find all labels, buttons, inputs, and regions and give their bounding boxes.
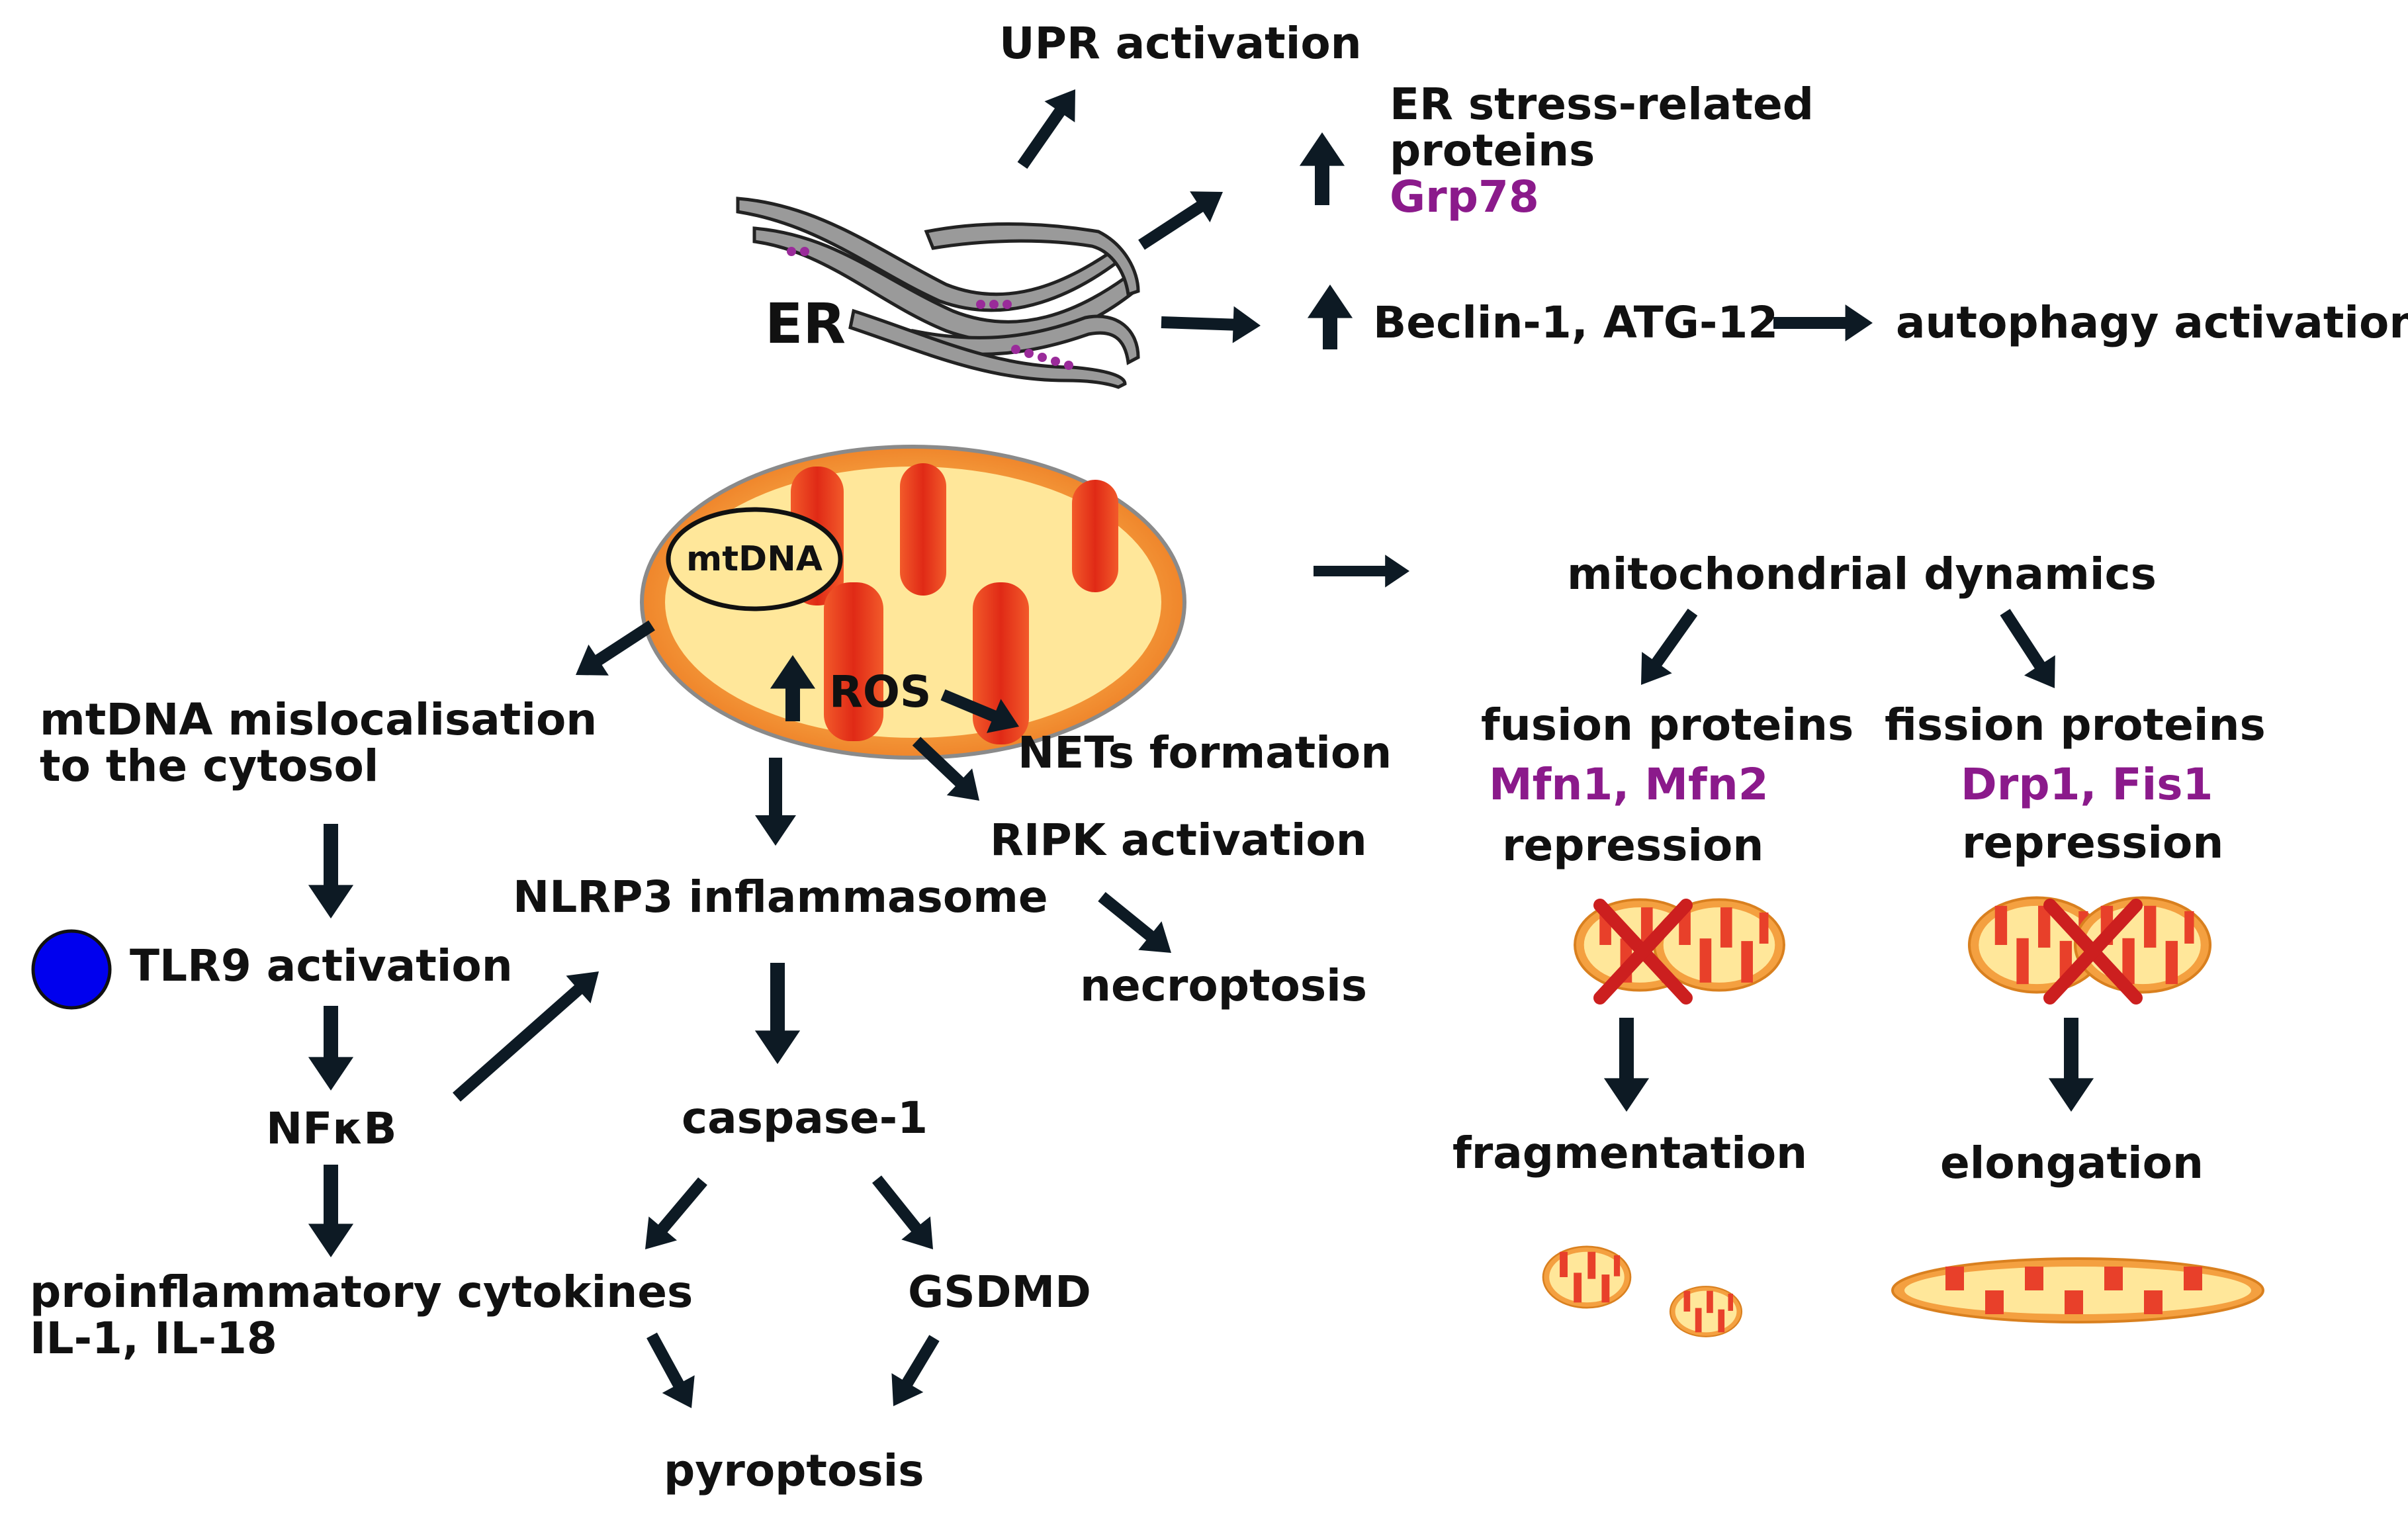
label-fusion-repression: repression	[1502, 820, 1763, 871]
label-caspase1: caspase-1	[682, 1093, 928, 1143]
label-beclin-atg12: Beclin-1, ATG-12	[1373, 297, 1778, 348]
label-er: ER	[765, 291, 846, 356]
arrow-nfkb-to-cytokines	[308, 1165, 354, 1257]
label-autophagy-activation: autophagy activation	[1896, 297, 2408, 348]
mito-crista	[824, 582, 883, 741]
arrow-mtdna-to-mislocalisation	[576, 620, 655, 676]
arrow-ros-to-nets	[940, 689, 1019, 733]
label-mtdna-mislocalisation-line1: mtDNA mislocalisation	[40, 694, 597, 745]
arrow-up-beclin	[1307, 285, 1353, 349]
label-nfkb: NFκB	[266, 1103, 397, 1154]
arrow-nlrp3-to-caspase1	[754, 963, 801, 1064]
label-proinflammatory-line1: proinflammatory cytokines	[30, 1267, 693, 1318]
label-ripk-activation: RIPK activation	[990, 815, 1367, 866]
label-er-stress-line1: ER stress-related	[1390, 79, 1814, 130]
label-ros: ROS	[829, 666, 931, 717]
label-tlr9-activation: TLR9 activation	[130, 940, 513, 991]
er-ribosome	[1051, 357, 1060, 366]
er-cisterna	[924, 222, 1140, 297]
arrow-caspase1-to-gsdmd	[872, 1175, 933, 1249]
label-gsdmd: GSDMD	[908, 1267, 1091, 1318]
label-mtdna-mislocalisation-line2: to the cytosol	[40, 740, 379, 791]
label-upr-activation: UPR activation	[999, 18, 1362, 69]
label-drp-fis: Drp1, Fis1	[1961, 759, 2213, 810]
label-pyroptosis: pyroptosis	[664, 1445, 924, 1496]
er-ribosome	[989, 300, 999, 309]
label-mtdna: mtDNA	[686, 539, 823, 579]
er-ribosome	[1011, 345, 1020, 354]
arrow-nfkb-to-nlrp3	[453, 971, 599, 1102]
er-ribosome	[787, 247, 796, 256]
arrow-mito-to-ripk	[912, 737, 979, 801]
fragmented-mito	[1542, 1245, 1743, 1337]
arrow-er-to-er-stress	[1138, 191, 1223, 250]
arrow-up-er-stress	[1299, 132, 1345, 205]
label-proinflammatory-line2: IL-1, IL-18	[30, 1313, 277, 1364]
er-ribosome	[800, 247, 809, 256]
label-elongation: elongation	[1940, 1138, 2204, 1188]
mito-crista	[900, 463, 946, 596]
fusion-cross-icon	[1593, 899, 1693, 1005]
label-fusion-proteins: fusion proteins	[1481, 699, 1853, 750]
arrow-cytokines-to-pyroptosis	[647, 1332, 695, 1408]
tlr9-circle-icon	[31, 929, 112, 1010]
label-necroptosis: necroptosis	[1080, 960, 1367, 1011]
label-er-stress-line2: proteins	[1390, 125, 1595, 176]
arrows	[308, 89, 2094, 1408]
er-cisterna	[848, 308, 1127, 389]
arrow-er-to-upr	[1017, 89, 1075, 169]
arrow-beclin-to-autophagy	[1773, 304, 1873, 341]
er-structure	[736, 197, 1140, 389]
arrow-ripk-to-necroptosis	[1098, 892, 1171, 953]
arrow-mito-to-nlrp3	[755, 758, 796, 846]
label-fragmentation: fragmentation	[1452, 1128, 1807, 1179]
label-nets-formation: NETs formation	[1018, 727, 1392, 778]
mito-crista	[1072, 480, 1118, 592]
er-ribosome	[1003, 300, 1012, 309]
arrow-dynamics-to-fusion	[1641, 608, 1698, 685]
label-mfn: Mfn1, Mfn2	[1489, 759, 1769, 810]
mito-crista	[973, 582, 1029, 744]
er-ribosome	[1024, 349, 1034, 358]
arrow-dynamics-to-fission	[2000, 609, 2055, 688]
arrow-caspase1-to-cytokines	[645, 1177, 707, 1249]
label-fission-repression: repression	[1962, 817, 2223, 868]
label-grp78: Grp78	[1390, 171, 1539, 222]
er-ribosome	[1038, 353, 1047, 362]
arrow-mito-to-dynamics	[1314, 555, 1409, 588]
arrow-tlr9-to-nfkb	[308, 1006, 354, 1091]
arrow-fission-to-elongation	[2048, 1018, 2094, 1112]
arrow-gsdmd-to-pyroptosis	[891, 1335, 940, 1406]
fission-cross-icon	[2043, 899, 2143, 1005]
arrow-fusion-to-fragmentation	[1603, 1018, 1650, 1112]
mtdna-ring	[666, 507, 843, 611]
arrow-up-ros	[770, 655, 816, 721]
er-ribosome	[976, 300, 985, 309]
arrow-mislocalisation-to-tlr9	[308, 824, 354, 918]
er-ribosome	[1064, 361, 1073, 370]
label-nlrp3-inflammasome: NLRP3 inflammasome	[513, 872, 1048, 922]
arrow-er-to-beclin	[1161, 306, 1261, 343]
elongated-mito	[1891, 1257, 2264, 1323]
label-fission-proteins: fission proteins	[1885, 699, 2266, 750]
label-mitochondrial-dynamics: mitochondrial dynamics	[1567, 549, 2157, 600]
